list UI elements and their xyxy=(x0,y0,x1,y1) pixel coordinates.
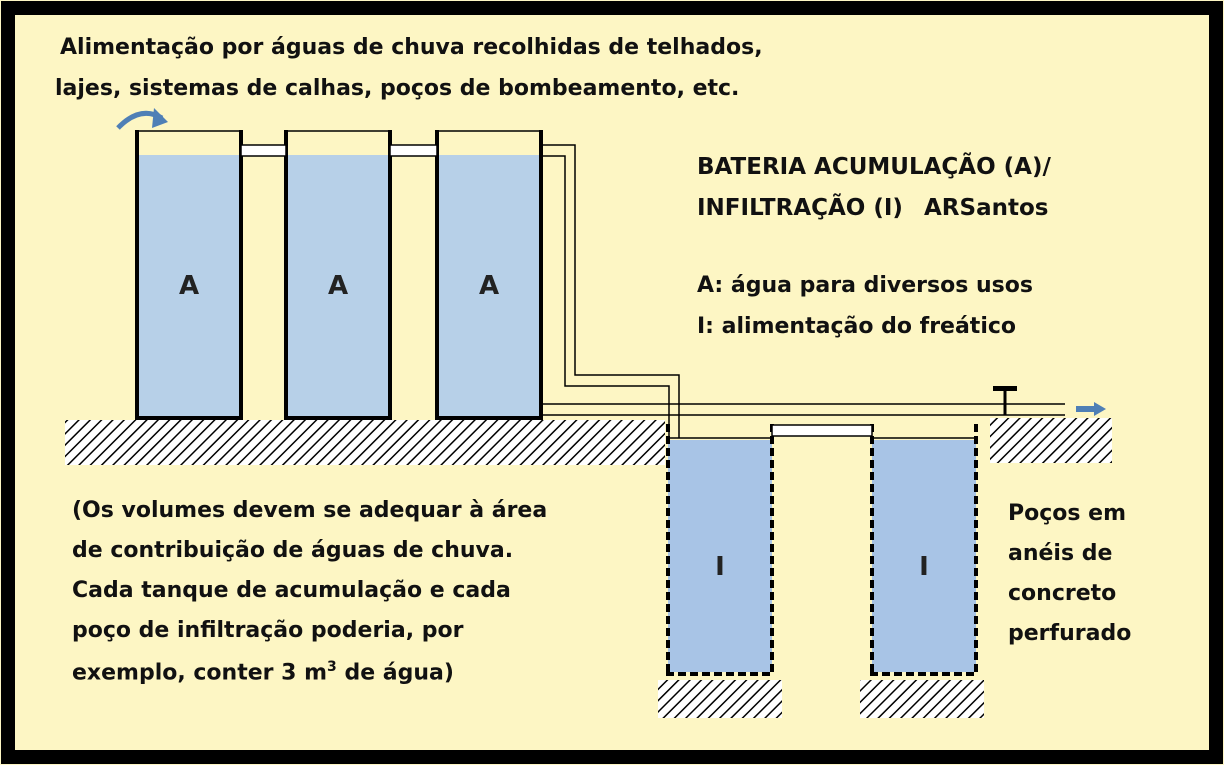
volume-note-line-5-text: exemplo, conter 3 m xyxy=(72,660,328,686)
accumulation-tank-1 xyxy=(135,130,243,420)
wells-note-line-1: Poços em xyxy=(1008,501,1126,526)
tank-label-a-1: A xyxy=(178,271,200,301)
valve-icon xyxy=(993,386,1017,415)
connector-pipe-1 xyxy=(240,144,287,157)
wells-note-line-4: perfurado xyxy=(1008,621,1132,646)
infiltration-well-1 xyxy=(666,424,774,676)
inflow-note-line-2: lajes, sistemas de calhas, poços de bomb… xyxy=(55,76,740,101)
volume-note-line-5: exemplo, conter 3 m3 de água) xyxy=(72,660,454,684)
well-base-hatch-1 xyxy=(658,680,782,718)
accumulation-tank-3 xyxy=(435,130,543,420)
title-line-1: BATERIA ACUMULAÇÃO (A)/ xyxy=(697,154,1051,180)
inflow-note-line-1: Alimentação por águas de chuva recolhida… xyxy=(60,35,763,60)
ground-hatch-left xyxy=(65,420,665,465)
title-author: ARSantos xyxy=(924,195,1049,221)
right-arrow-icon xyxy=(1076,402,1106,416)
distribution-pipe xyxy=(541,403,1065,416)
wells-note-line-3: concreto xyxy=(1008,581,1117,606)
title-line-2: INFILTRAÇÃO (I) xyxy=(697,195,903,221)
tank-label-a-2: A xyxy=(327,271,349,301)
well-base-hatch-2 xyxy=(860,680,984,718)
curved-arrow-icon xyxy=(116,108,168,130)
volume-note-line-4: poço de infiltração poderia, por xyxy=(72,618,464,643)
legend-a: A: água para diversos usos xyxy=(697,273,1033,298)
well-label-i-1: I xyxy=(715,552,725,582)
tank-label-a-3: A xyxy=(478,271,500,301)
infiltration-well-2 xyxy=(870,424,978,676)
volume-note-line-2: de contribuição de águas de chuva. xyxy=(72,538,514,563)
well-connector-pipe xyxy=(771,424,873,437)
well-label-i-2: I xyxy=(919,552,929,582)
wells-note-line-2: anéis de xyxy=(1008,541,1113,566)
legend-i: I: alimentação do freático xyxy=(697,314,1017,339)
volume-note-line-1: (Os volumes devem se adequar à área xyxy=(72,498,548,523)
volume-note-line-3: Cada tanque de acumulação e cada xyxy=(72,578,511,603)
accumulation-tank-2 xyxy=(284,130,392,420)
volume-note-line-5-end: de água) xyxy=(336,660,454,686)
volume-note-superscript: 3 xyxy=(327,659,337,675)
ground-hatch-right xyxy=(990,418,1112,463)
connector-pipe-2 xyxy=(389,144,438,157)
